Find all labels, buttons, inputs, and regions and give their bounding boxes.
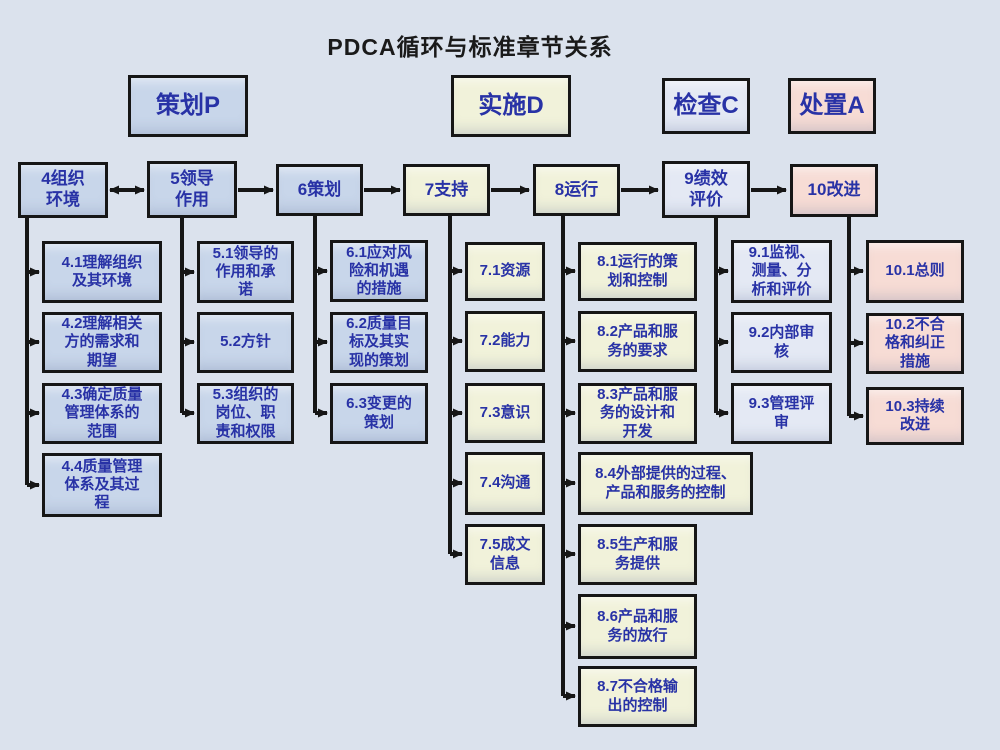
chapter-4-sub-4: 4.4质量管理 体系及其过 程 xyxy=(42,453,162,517)
chapter-5-sub-3: 5.3组织的 岗位、职 责和权限 xyxy=(197,383,294,444)
chapter-5-box: 5领导 作用 xyxy=(147,161,237,218)
chapter-10-sub-2: 10.2不合 格和纠正 措施 xyxy=(866,313,964,374)
chapter-6-branches xyxy=(313,216,328,418)
chapter-8-sub-2: 8.2产品和服 务的要求 xyxy=(578,311,697,372)
chapter-8-sub-1: 8.1运行的策 划和控制 xyxy=(578,242,697,301)
chapter-5-sub-1: 5.1领导的 作用和承 诺 xyxy=(197,241,294,303)
chapter-6-sub-2: 6.2质量目 标及其实 现的策划 xyxy=(330,312,428,373)
diagram-title: PDCA循环与标准章节关系 xyxy=(327,34,613,60)
chapter-9-sub-3: 9.3管理评 审 xyxy=(731,383,832,444)
chapter-8-sub-5: 8.5生产和服 务提供 xyxy=(578,524,697,585)
chapter-9-sub-1: 9.1监视、 测量、分 析和评价 xyxy=(731,240,832,303)
pdca-header-do: 实施D xyxy=(451,75,571,137)
chapter-5-sub-2: 5.2方针 xyxy=(197,312,294,373)
chapter-7-sub-3: 7.3意识 xyxy=(465,383,545,443)
chapter-6-sub-1: 6.1应对风 险和机遇 的措施 xyxy=(330,240,428,302)
pdca-header-plan: 策划P xyxy=(128,75,248,137)
chapter-10-box: 10改进 xyxy=(790,164,878,217)
chapter-9-branches xyxy=(714,218,729,418)
chapter-4-sub-2: 4.2理解相关 方的需求和 期望 xyxy=(42,312,162,373)
chapter-4-branches xyxy=(25,218,40,490)
chapter-6-sub-3: 6.3变更的 策划 xyxy=(330,383,428,444)
chapter-4-sub-1: 4.1理解组织 及其环境 xyxy=(42,241,162,303)
chapter-7-sub-1: 7.1资源 xyxy=(465,242,545,301)
chapter-7-sub-5: 7.5成文 信息 xyxy=(465,524,545,585)
chapter-4-sub-3: 4.3确定质量 管理体系的 范围 xyxy=(42,383,162,444)
chapter-9-sub-2: 9.2内部审 核 xyxy=(731,312,832,373)
chapter-8-sub-3: 8.3产品和服 务的设计和 开发 xyxy=(578,383,697,444)
pdca-header-check: 检查C xyxy=(662,78,750,134)
chapter-8-sub-4: 8.4外部提供的过程、 产品和服务的控制 xyxy=(578,452,753,515)
pdca-header-act: 处置A xyxy=(788,78,876,134)
chapter-5-branches xyxy=(180,218,195,418)
chapter-9-box: 9绩效 评价 xyxy=(662,161,750,218)
chapter-8-sub-6: 8.6产品和服 务的放行 xyxy=(578,594,697,659)
chapter-7-sub-2: 7.2能力 xyxy=(465,311,545,372)
chapter-8-box: 8运行 xyxy=(533,164,620,216)
chapter-6-box: 6策划 xyxy=(276,164,363,216)
chapter-10-branches xyxy=(847,217,864,421)
chapter-4-box: 4组织 环境 xyxy=(18,162,108,218)
chapter-10-sub-3: 10.3持续 改进 xyxy=(866,387,964,445)
chapter-7-sub-4: 7.4沟通 xyxy=(465,452,545,515)
chapter-8-sub-7: 8.7不合格输 出的控制 xyxy=(578,666,697,727)
chapter-7-box: 7支持 xyxy=(403,164,490,216)
chapter-8-branches xyxy=(561,216,576,701)
chapter-7-branches xyxy=(448,216,463,559)
chapter-10-sub-1: 10.1总则 xyxy=(866,240,964,303)
